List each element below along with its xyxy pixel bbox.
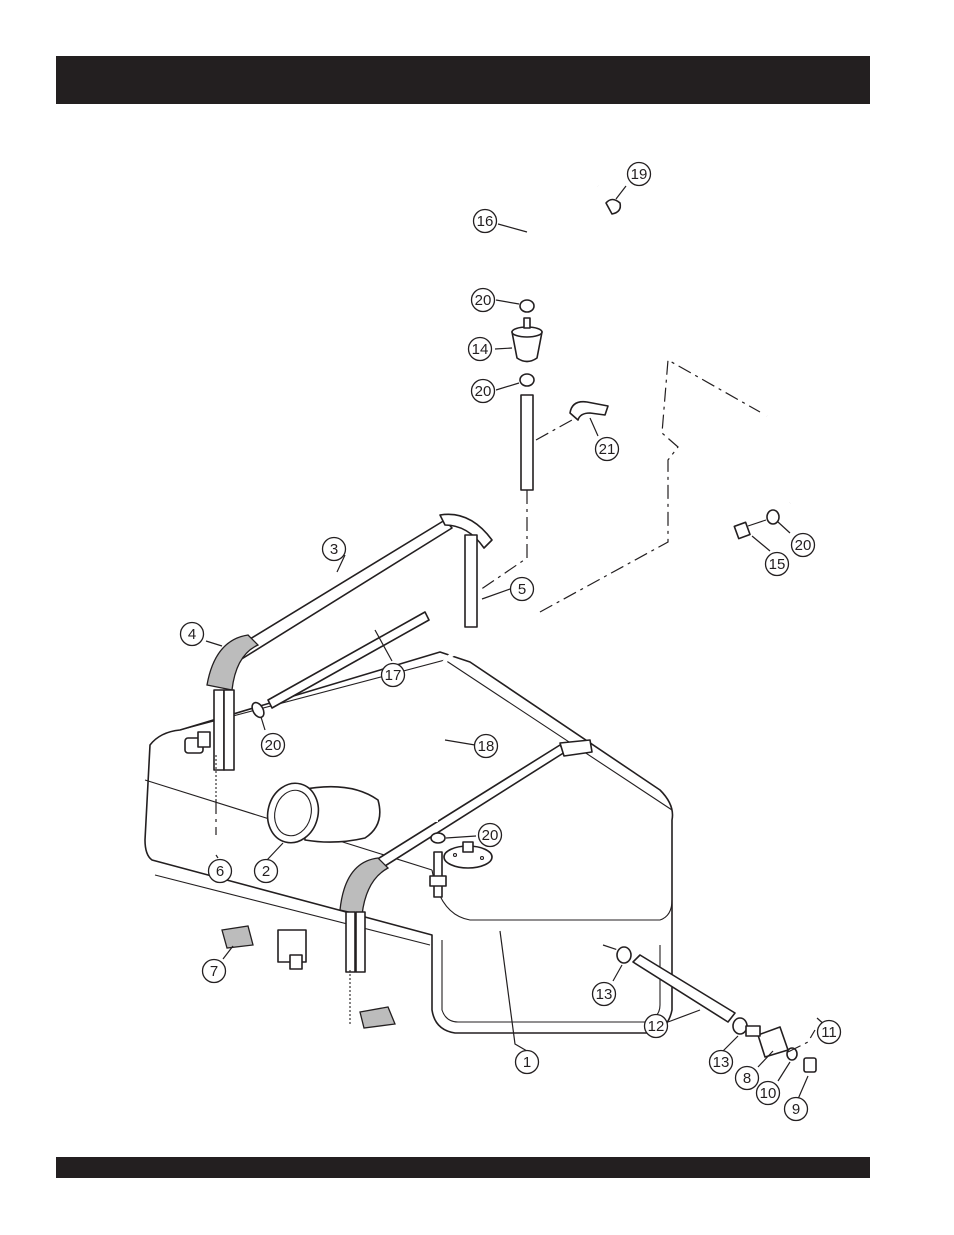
callout-strap-bolt: 6 [209,860,232,883]
callout-gasket: 10 [757,1082,780,1105]
callout-bracket: 5 [511,578,534,601]
callout-number: 1 [523,1054,531,1071]
callout-number: 11 [821,1024,837,1041]
callout-number: 7 [210,963,218,980]
callout-number: 6 [216,863,224,880]
callout-number: 10 [760,1085,777,1102]
callout-number: 9 [792,1101,800,1118]
callout-number: 17 [385,667,402,684]
callout-tank-pad: 7 [203,960,226,983]
callout-number: 19 [631,166,648,183]
callout-clamp-c: 20 [792,534,815,557]
callout-hose-clamp-lower: 13 [593,983,616,1006]
callout-number: 4 [188,626,196,643]
callout-number: 20 [265,737,282,754]
callout-tank: 1 [516,1051,539,1074]
callout-number: 13 [596,986,613,1003]
callout-number: 2 [262,863,270,880]
callout-front-strap-pad: 4 [181,623,204,646]
callout-clamp-a: 20 [472,289,495,312]
callout-drain-fitting: 8 [736,1067,759,1090]
callout-filler-neck: 2 [255,860,278,883]
callout-vent-hose: 16 [474,210,497,233]
callout-drain-hose: 12 [645,1015,668,1038]
callout-number: 14 [472,341,489,358]
callout-number: 3 [330,541,338,558]
callout-number: 8 [743,1070,751,1087]
callout-clamp-d: 20 [262,734,285,757]
callout-number: 20 [475,383,492,400]
callout-fuel-filter: 14 [469,338,492,361]
callout-clamp-e: 20 [479,824,502,847]
callout-number: 15 [769,556,786,573]
callout-number: 21 [599,441,616,458]
callout-hex-bolt: 15 [766,553,789,576]
callout-return-hose: 17 [382,664,405,687]
callout-elbow: 11 [818,1021,841,1044]
callout-number: 5 [518,581,526,598]
callout-drain-plug: 9 [785,1098,808,1121]
callout-supply-hose: 18 [475,735,498,758]
callout-number: 12 [648,1018,665,1035]
callout-number: 20 [795,537,812,554]
callout-rear-strap: 3 [323,538,346,561]
callout-clamp-b: 20 [472,380,495,403]
callout-clip: 19 [628,163,651,186]
callout-p-clamp: 21 [596,438,619,461]
callout-number: 13 [713,1054,730,1071]
callout-number: 20 [475,292,492,309]
callout-number: 18 [478,738,495,755]
callout-hose-clamp-upper: 13 [710,1051,733,1074]
callout-number: 20 [482,827,499,844]
callout-number: 16 [477,213,494,230]
